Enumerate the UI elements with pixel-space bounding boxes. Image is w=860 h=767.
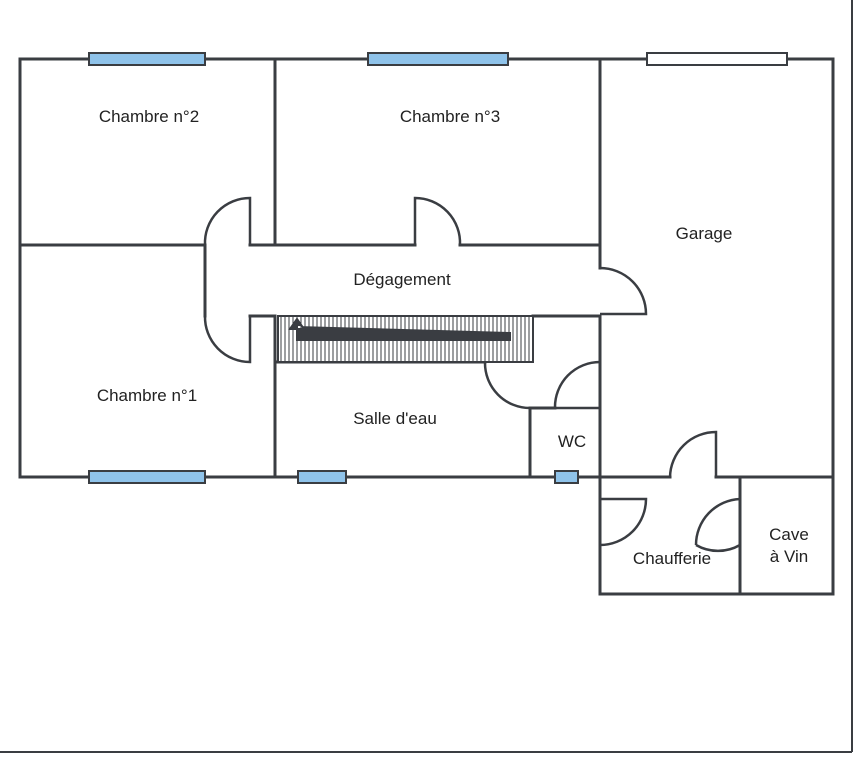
interior-walls — [18, 57, 835, 596]
image-frame — [0, 0, 853, 753]
room-label-cave-line2: à Vin — [770, 547, 808, 566]
window-wc — [554, 470, 579, 484]
window-chambre1 — [88, 470, 206, 484]
window-salle-eau — [297, 470, 347, 484]
window-chambre2 — [88, 52, 206, 66]
windows — [88, 52, 788, 484]
room-label-chambre1: Chambre n°1 — [97, 386, 197, 405]
room-labels: Chambre n°2 Chambre n°3 Garage Dégagemen… — [97, 107, 809, 568]
window-garage — [646, 52, 788, 66]
doors — [203, 196, 741, 553]
room-label-degagement: Dégagement — [353, 270, 451, 289]
staircase — [277, 315, 534, 363]
room-label-cave-line1: Cave — [769, 525, 809, 544]
window-chambre3 — [367, 52, 509, 66]
room-label-chambre2: Chambre n°2 — [99, 107, 199, 126]
room-label-salle-eau: Salle d'eau — [353, 409, 437, 428]
room-label-garage: Garage — [676, 224, 733, 243]
room-label-chaufferie: Chaufferie — [633, 549, 711, 568]
room-label-wc: WC — [558, 432, 586, 451]
room-label-chambre3: Chambre n°3 — [400, 107, 500, 126]
